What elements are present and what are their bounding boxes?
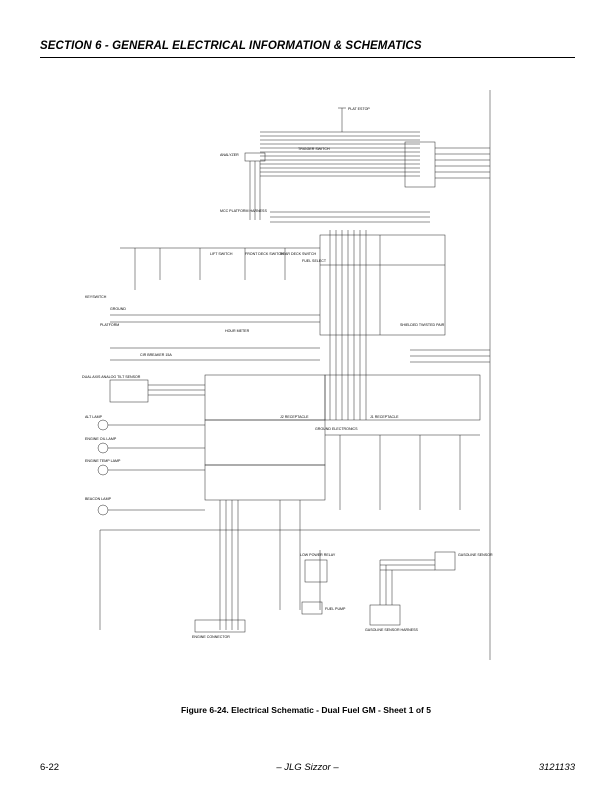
label-fuel-select: FUEL SELECT [302,259,327,263]
label-engine-temp-lamp: ENGINE TEMP LAMP [85,459,121,463]
label-beacon-lamp: BEACON LAMP [85,497,112,501]
label-ground: GROUND [110,307,126,311]
label-keyswitch: KEYSWITCH [85,295,107,299]
figure-caption: Figure 6-24. Electrical Schematic - Dual… [181,705,431,715]
label-platform: PLATFORM [100,323,119,327]
label-j2-receptacle: J2 RECEPTACLE [280,415,309,419]
label-engine-oil-lamp: ENGINE OIL LAMP [85,437,117,441]
section-title: SECTION 6 - GENERAL ELECTRICAL INFORMATI… [40,40,422,52]
page-header: SECTION 6 - GENERAL ELECTRICAL INFORMATI… [40,40,575,58]
label-rear-deck-switch: REAR DECK SWITCH [280,252,317,256]
page-footer: 6-22 – JLG Sizzor – 3121133 [40,762,575,776]
label-gasoline-sensor-harness: GASOLINE SENSOR HARNESS [365,628,419,632]
label-analyzer: ANALYZER [220,153,239,157]
label-plat-estop: PLAT ESTOP [348,107,370,111]
label-low-power-relay: LOW POWER RELAY [300,553,336,557]
label-shielded-twisted-pair: SHIELDED TWISTED PAIR [400,323,445,327]
electrical-schematic: PLAT ESTOP ANALYZER TRIGGER SWITCH MCC P… [82,90,493,660]
label-alt-lamp: ALT LAMP [85,415,103,419]
footer-publication: – JLG Sizzor – [276,762,339,773]
label-tilt-sensor: DUAL AXIS ANALOG TILT SENSOR [82,375,141,379]
label-trigger-switch: TRIGGER SWITCH [298,147,330,151]
header-rule [40,57,575,58]
label-circuit-breaker: CIR BREAKER 15A [140,353,172,357]
label-mcc-harness: MCC PLATFORM HARNESS [220,209,267,213]
document-number: 3121133 [538,762,575,773]
label-j1-receptacle: J1 RECEPTACLE [370,415,399,419]
page-number: 6-22 [40,762,60,773]
label-engine-connector: ENGINE CONNECTOR [192,635,230,639]
label-fuel-pump: FUEL PUMP [325,607,346,611]
label-lift-switch: LIFT SWITCH [210,252,233,256]
label-gasoline-sensor: GASOLINE SENSOR [458,553,493,557]
label-front-deck-switch: FRONT DECK SWITCH [245,252,284,256]
label-hour-meter: HOUR METER [225,329,250,333]
label-ground-electronics: GROUND ELECTRONICS [315,427,358,431]
